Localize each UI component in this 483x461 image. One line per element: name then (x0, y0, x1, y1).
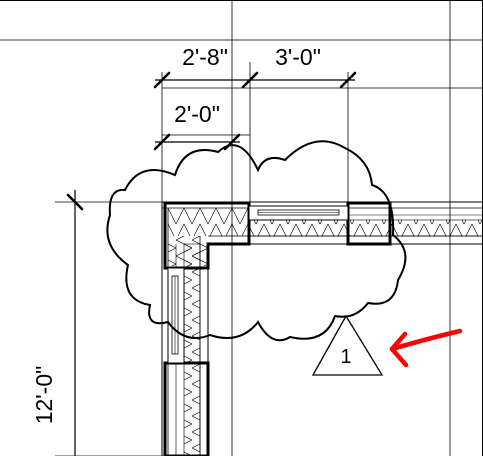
dimension-tick-icon (153, 71, 171, 89)
dimension-tick-icon (241, 71, 259, 89)
dimension-tick-icon (66, 193, 84, 211)
structural-walls (163, 201, 392, 458)
walls (161, 201, 483, 457)
dimension-label-12-0[interactable]: 12'-0" (31, 366, 57, 425)
dimension-lines (74, 79, 355, 456)
dimension-tick-icon (339, 71, 357, 89)
dimension-tick-icon (153, 133, 171, 151)
revision-triangle-tag-icon[interactable]: 1 (311, 314, 384, 376)
revision-tag-number: 1 (340, 346, 351, 368)
red-arrow-icon (389, 328, 463, 368)
window-vertical (167, 267, 185, 364)
dimension-label-3-0[interactable]: 3'-0" (275, 44, 321, 70)
dimension-tick-icons (66, 71, 357, 211)
window-horizontal (248, 205, 349, 221)
revision-cloud-icon (106, 140, 407, 342)
dimension-label-2-8[interactable]: 2'-8" (182, 44, 228, 70)
dimension-label-2-0[interactable]: 2'-0" (174, 101, 220, 127)
